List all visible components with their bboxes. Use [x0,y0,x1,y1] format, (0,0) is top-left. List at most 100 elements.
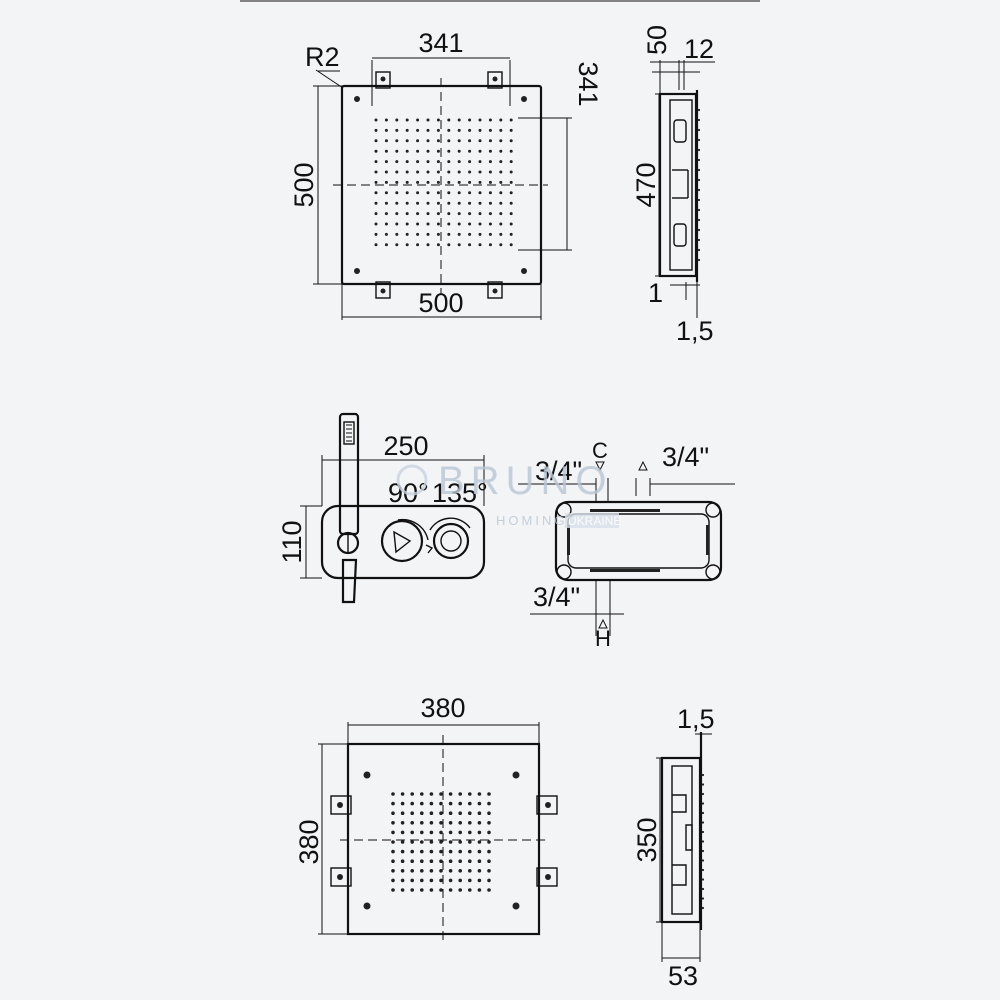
mount-tab [330,867,352,887]
nozzle [457,160,461,164]
nozzle [416,139,420,143]
nozzle [499,243,503,247]
mount-tab [536,795,558,815]
nozzle [429,840,434,844]
box-outline [554,500,723,582]
nozzle [478,212,482,216]
nozzle [499,149,503,153]
nozzle [499,128,503,132]
nozzle [477,878,482,883]
nozzle [478,180,482,184]
watermark: BRUNO HOMINGART UKRAINE [396,459,621,528]
nozzle [400,840,405,844]
nozzle-profile [697,178,701,182]
mixer-box-view: C 3/4" 3/4" 3/4" H [518,438,735,651]
nozzle [426,149,430,153]
nozzle [426,212,430,216]
nozzle [420,811,424,815]
nozzle [447,139,451,143]
nozzle [410,801,415,806]
nozzle [400,792,405,796]
nozzle [374,243,378,247]
nozzle [457,191,461,195]
nozzle [468,212,472,216]
nozzle [457,180,461,184]
nozzle-profile [697,168,701,172]
nozzle [468,160,472,164]
nozzle [374,212,378,216]
nozzle [468,792,472,796]
nozzle-profile [701,773,705,777]
nozzle [509,232,513,236]
hand-shower [338,412,360,536]
nozzle-profile [697,138,701,142]
nozzle [458,859,463,863]
nozzle [420,801,424,806]
nozzle [416,118,420,122]
nozzle [400,811,405,815]
nozzle [468,170,472,174]
nozzle [400,830,405,835]
nozzle [509,212,513,216]
nozzle [400,859,405,863]
nozzle [488,191,492,195]
nozzle [458,830,463,835]
mount-tab [487,281,503,299]
nozzle [405,118,409,122]
nozzle [436,180,440,184]
nozzle [426,160,430,164]
nozzle-profile [697,198,701,202]
nozzle [477,869,482,873]
nozzle [410,849,415,854]
nozzle [447,180,451,184]
nozzle [458,869,463,873]
bottom-shower-side-view: 1,5 350 53 [632,704,715,991]
nozzle [436,149,440,153]
nozzle [478,243,482,247]
watermark-brand: BRUNO [438,459,612,503]
nozzle [439,849,443,854]
nozzle [416,180,420,184]
nozzle-profile [697,188,701,192]
side-body [658,92,698,278]
nozzle [509,243,513,247]
nozzle [468,128,472,132]
nozzle-profile [701,849,705,853]
nozzle [429,811,434,815]
nozzle [448,811,453,815]
nozzle [436,243,440,247]
nozzle [477,801,482,806]
nozzle [410,811,415,815]
nozzle [468,869,472,873]
dim-plate: 12 [684,34,714,64]
mount-tab [536,867,558,887]
dim-bottom-height: 380 [294,819,324,864]
nozzle [391,821,395,825]
nozzle [509,170,513,174]
nozzle [420,840,424,844]
nozzle [468,139,472,143]
nozzle [488,243,492,247]
nozzle [499,139,503,143]
nozzle [395,180,399,184]
nozzle-profile [701,868,705,872]
nozzle [436,191,440,195]
nozzle [391,801,395,806]
nozzle [457,232,461,236]
dim-outer-width: 500 [418,288,463,318]
nozzle [436,232,440,236]
nozzle [488,180,492,184]
nozzle [488,232,492,236]
dim-bottom-width: 380 [420,693,465,723]
nozzle [477,821,482,825]
nozzle [468,149,472,153]
mixer-plate [320,504,486,580]
nozzle-profile [697,208,701,212]
nozzle [400,878,405,883]
nozzle [391,792,395,796]
nozzle [468,118,472,122]
nozzle [478,201,482,205]
nozzle [448,859,453,863]
nozzle-grid [391,792,491,892]
nozzle [436,222,440,226]
